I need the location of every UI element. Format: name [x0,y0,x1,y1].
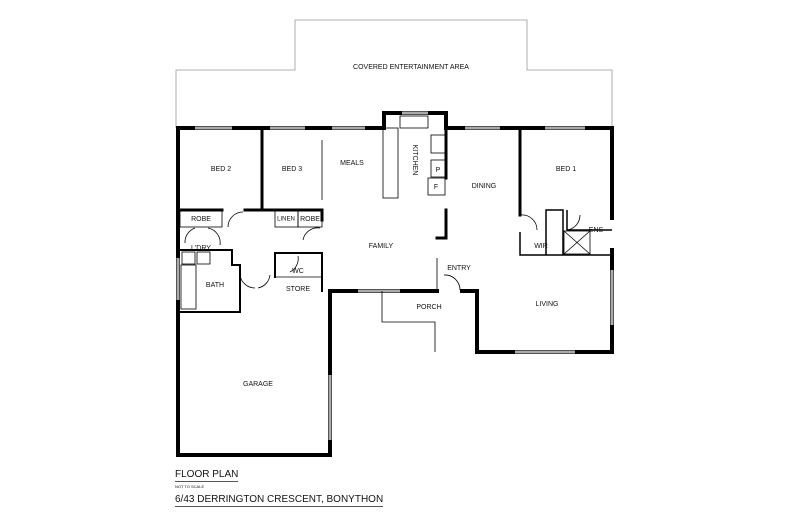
plan-title: FLOOR PLAN [175,469,239,482]
room-label-fridge: F [434,184,438,191]
room-label-bed1: BED 1 [556,166,576,173]
interior-walls [176,115,612,352]
room-label-robe: ROBE [191,216,211,223]
room-label-living: LIVING [536,301,559,308]
room-label-bed3: BED 3 [282,166,302,173]
room-label-pantry: P [436,167,441,174]
room-label-robe-2: ROBE [300,216,320,223]
room-label-wir: WIR [534,243,548,250]
room-label-ens: ENS [589,227,604,234]
door-swings [184,211,581,291]
room-label-covered: COVERED ENTERTAINMENT AREA [353,64,469,71]
room-label-meals: MEALS [340,160,364,167]
exterior-walls [176,111,614,457]
covered-area-outline [175,19,613,128]
room-label-store: STORE [286,286,310,293]
room-label-wc: WC [292,268,304,275]
room-label-family: FAMILY [369,243,394,250]
room-label-garage: GARAGE [243,381,273,388]
room-label-dining: DINING [472,183,497,190]
room-label-porch: PORCH [416,304,441,311]
room-label-laundry: L'DRY [191,245,211,252]
room-label-bath: BATH [206,282,224,289]
windows [176,111,614,440]
scale-note: NOT TO SCALE [175,484,205,489]
property-address: 6/43 DERRINGTON CRESCENT, BONYTHON [175,494,384,507]
room-label-bed2: BED 2 [211,166,231,173]
room-label-linen: LINEN [277,217,295,223]
room-label-entry: ENTRY [447,265,471,272]
room-label-kitchen: KITCHEN [411,145,418,176]
